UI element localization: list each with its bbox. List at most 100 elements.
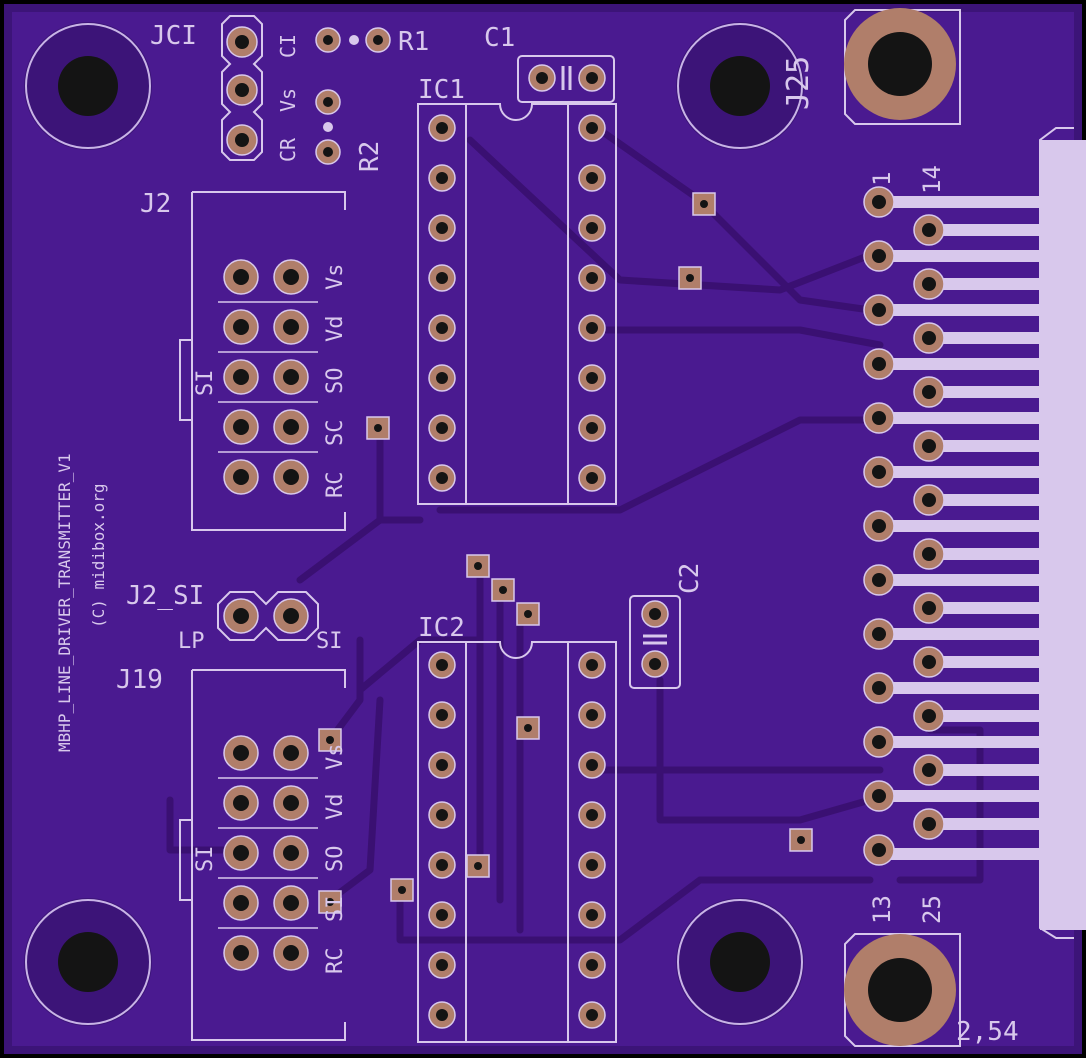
resistor-body-dot-2 <box>323 122 333 132</box>
ic1-pad-l8 <box>428 464 456 492</box>
j19-pad-a1 <box>223 735 259 771</box>
j2-pad-b1 <box>273 259 309 295</box>
db25-pin1-label: 1 <box>868 172 896 186</box>
db25-pad-row1-3 <box>863 294 895 326</box>
j2-pad-a2 <box>223 309 259 345</box>
j19-side-si-label: SI <box>193 846 218 873</box>
db25-pad-row1-8 <box>863 564 895 596</box>
ic2-pad-r1 <box>578 651 606 679</box>
r1-pad-1 <box>315 27 341 53</box>
copyright-label: (C) midibox.org <box>89 484 108 629</box>
j19-pin-rc: RC <box>323 948 348 975</box>
ic2-label: IC2 <box>418 613 465 643</box>
ic1-outline <box>417 103 617 505</box>
resistor-body-dot-1 <box>349 35 359 45</box>
jci-label: JCI <box>150 21 197 51</box>
ic2-pad-l1 <box>428 651 456 679</box>
j19-pad-b1 <box>273 735 309 771</box>
j19-pad-a2 <box>223 785 259 821</box>
j19-label: J19 <box>116 665 163 695</box>
j2si-pad-1 <box>223 598 259 634</box>
jci-outline <box>221 15 263 161</box>
j19-pad-b5 <box>273 935 309 971</box>
ic1-pad-r7 <box>578 414 606 442</box>
db25-pad-row2-7 <box>913 538 945 570</box>
j19-pad-b2 <box>273 785 309 821</box>
j19-pad-a3 <box>223 835 259 871</box>
mount-hole-bottom-left <box>24 898 152 1026</box>
j19-pad-a4 <box>223 885 259 921</box>
db25-pad-row2-5 <box>913 430 945 462</box>
c1-pad-1 <box>528 64 556 92</box>
ic2-pad-r8 <box>578 1001 606 1029</box>
db25-pad-row1-4 <box>863 348 895 380</box>
j2-pin-rc: RC <box>323 472 348 499</box>
c2-label: C2 <box>675 563 705 594</box>
j2-pad-b4 <box>273 409 309 445</box>
db25-screw-bottom <box>844 933 961 1047</box>
j19-pin-vd: Vd <box>323 794 348 821</box>
ic1-pad-r6 <box>578 364 606 392</box>
db25-pad-row2-8 <box>913 592 945 624</box>
ic1-pad-r8 <box>578 464 606 492</box>
board-name-label: MBHP_LINE_DRIVER_TRANSMITTER_V1 <box>55 453 74 752</box>
db25-pad-row2-4 <box>913 376 945 408</box>
j2-pin-sc: SC <box>323 420 348 447</box>
db25-pin13-label: 13 <box>868 895 896 924</box>
jci-cr-label: CR <box>276 137 300 162</box>
ic1-label: IC1 <box>418 75 465 105</box>
db25-pad-row1-9 <box>863 618 895 650</box>
db25-fingers <box>1040 140 1086 930</box>
jci-vs-label: Vs <box>276 88 300 112</box>
db25-pad-row2-3 <box>913 322 945 354</box>
j2-pad-b5 <box>273 459 309 495</box>
j19-pin-so: SO <box>323 846 348 873</box>
lp-label: LP <box>178 629 205 654</box>
silkscreen-outlines <box>179 15 1074 1043</box>
ic1-pad-r5 <box>578 314 606 342</box>
j2-label: J2 <box>140 189 171 219</box>
ic2-pad-l3 <box>428 751 456 779</box>
c1-label: C1 <box>484 23 515 53</box>
ic1-pad-l4 <box>428 264 456 292</box>
jci-pad-2 <box>226 74 258 106</box>
ic2-pad-l4 <box>428 801 456 829</box>
via-drills <box>326 200 805 906</box>
ic1-pad-r1 <box>578 114 606 142</box>
mount-hole-top-left <box>24 22 152 150</box>
db25-pad-row2-10 <box>913 700 945 732</box>
db25-pad-row1-6 <box>863 456 895 488</box>
ic1-pad-r2 <box>578 164 606 192</box>
j2si-pad-2 <box>273 598 309 634</box>
j2-si-label: J2_SI <box>126 581 204 611</box>
ic2-pad-r4 <box>578 801 606 829</box>
r1-pad-2 <box>365 27 391 53</box>
mount-hole-bottom-center <box>676 898 804 1026</box>
c2-outline <box>629 595 681 689</box>
mount-hole-top-center <box>676 22 804 150</box>
j2-shroud <box>179 191 346 531</box>
db25-pad-row2-11 <box>913 754 945 786</box>
db25-pad-row2-9 <box>913 646 945 678</box>
db25-traces <box>880 196 1040 860</box>
r1-label: R1 <box>398 27 429 57</box>
db25-pad-row1-1 <box>863 186 895 218</box>
pitch-label: 2,54 <box>956 1017 1019 1047</box>
c2-pad-2 <box>641 650 669 678</box>
db25-pad-row1-2 <box>863 240 895 272</box>
j19-pin-si: SI <box>323 896 348 923</box>
j2-pin-so: SO <box>323 368 348 395</box>
j2-si-outline <box>217 591 319 641</box>
db25-pad-row2-1 <box>913 214 945 246</box>
j19-pad-b4 <box>273 885 309 921</box>
c2-pad-1 <box>641 600 669 628</box>
db25-pad-row1-7 <box>863 510 895 542</box>
si-label: SI <box>316 629 343 654</box>
ic1-pad-r4 <box>578 264 606 292</box>
jci-pad-3 <box>226 124 258 156</box>
j19-pin-vs: Vs <box>323 744 348 771</box>
ic1-pad-l6 <box>428 364 456 392</box>
ic2-pad-l8 <box>428 1001 456 1029</box>
jci-pad-1 <box>226 26 258 58</box>
